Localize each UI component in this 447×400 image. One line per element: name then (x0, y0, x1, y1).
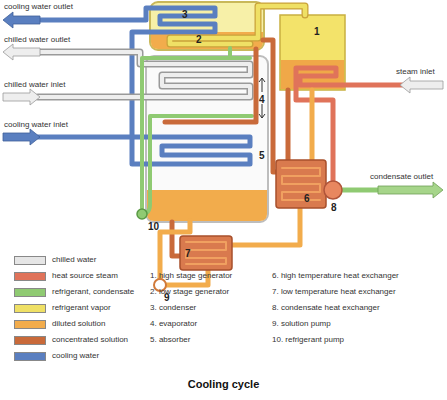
heat-exchanger-coil (186, 242, 226, 264)
port-arrow (378, 182, 443, 198)
callout-number: 3 (182, 9, 188, 20)
flow-arrow (259, 78, 265, 92)
legend-row: heat source steam (14, 270, 144, 282)
callout-number: 10 (148, 221, 159, 232)
legend-row: cooling water (14, 350, 144, 362)
legend-row: refrigerant vapor (14, 302, 144, 314)
legend-swatch (14, 336, 46, 345)
part-list-item: 9. solution pump (272, 319, 331, 328)
port-arrow (3, 129, 40, 145)
port-label: cooling water outlet (4, 2, 73, 11)
flow-arrow (259, 104, 265, 118)
callout-number: 2 (196, 34, 202, 45)
refrigerant-pipe (142, 116, 252, 214)
port-label: cooling water inlet (4, 120, 68, 129)
port-label: steam inlet (396, 67, 435, 76)
part-list-item: 6. high temperature heat exchanger (272, 271, 399, 280)
legend-text: diluted solution (52, 319, 105, 328)
callout-number: 7 (185, 248, 191, 259)
part-list-item: 2. low stage generator (150, 287, 229, 296)
absorber-pool (147, 190, 267, 221)
vapor-pipe (170, 6, 305, 44)
part-list-item: 10. refrigerant pump (272, 335, 344, 344)
legend-swatch (14, 304, 46, 313)
legend-swatch (14, 288, 46, 297)
concentrated-pipe (172, 222, 180, 256)
condensate-pipe (342, 188, 380, 193)
port-label: condensate outlet (370, 172, 433, 181)
part-list-item: 4. evaporator (150, 319, 197, 328)
callout-number: 1 (314, 26, 320, 37)
port-arrow (3, 44, 40, 60)
callout-number: 8 (331, 202, 337, 213)
refrigerant-pipe (142, 58, 250, 208)
port-arrow (3, 89, 40, 105)
legend-text: heat source steam (52, 271, 118, 280)
concentrated-pipe (165, 49, 256, 122)
legend-text: cooling water (52, 351, 99, 360)
port-arrow (400, 77, 443, 93)
part-list-item: 3. condenser (150, 303, 196, 312)
port-arrow (3, 12, 40, 28)
legend-row: diluted solution (14, 318, 144, 330)
callout-number: 5 (259, 150, 265, 161)
part-list-item: 1. high stage generator (150, 271, 232, 280)
refrigerant-pipe (228, 48, 232, 58)
callout-number: 6 (304, 193, 310, 204)
heat-exchanger (276, 160, 326, 208)
legend-text: concentrated solution (52, 335, 128, 344)
part-list-item: 5. absorber (150, 335, 190, 344)
high-stage-generator (280, 15, 345, 90)
legend-swatch (14, 256, 46, 265)
concentrated-pipe (263, 40, 276, 172)
port-label: chilled water inlet (4, 80, 65, 89)
part-list-item: 8. condensate heat exchanger (272, 303, 380, 312)
part-list-item: 7. low temperature heat exchanger (272, 287, 396, 296)
legend-swatch (14, 320, 46, 329)
legend-row: concentrated solution (14, 334, 144, 346)
condensate-heat-exchanger (324, 181, 342, 199)
legend-swatch (14, 352, 46, 361)
diluted-pipe (310, 90, 315, 160)
heat-exchanger-coil (282, 168, 320, 200)
legend-text: refrigerant, condensate (52, 287, 134, 296)
heat-exchanger (180, 236, 232, 270)
concentrated-pipe (286, 90, 291, 160)
legend-text: refrigerant vapor (52, 303, 111, 312)
diluted-pipe (232, 208, 300, 245)
legend-swatch (14, 272, 46, 281)
callout-number: 4 (259, 94, 265, 105)
legend-row: refrigerant, condensate (14, 286, 144, 298)
vapor-pipe (170, 6, 305, 44)
port-label: chilled water outlet (4, 35, 70, 44)
legend-text: chilled water (52, 255, 96, 264)
pump-symbol (137, 209, 147, 219)
legend-row: chilled water (14, 254, 144, 266)
figure-caption: Cooling cycle (0, 378, 447, 391)
